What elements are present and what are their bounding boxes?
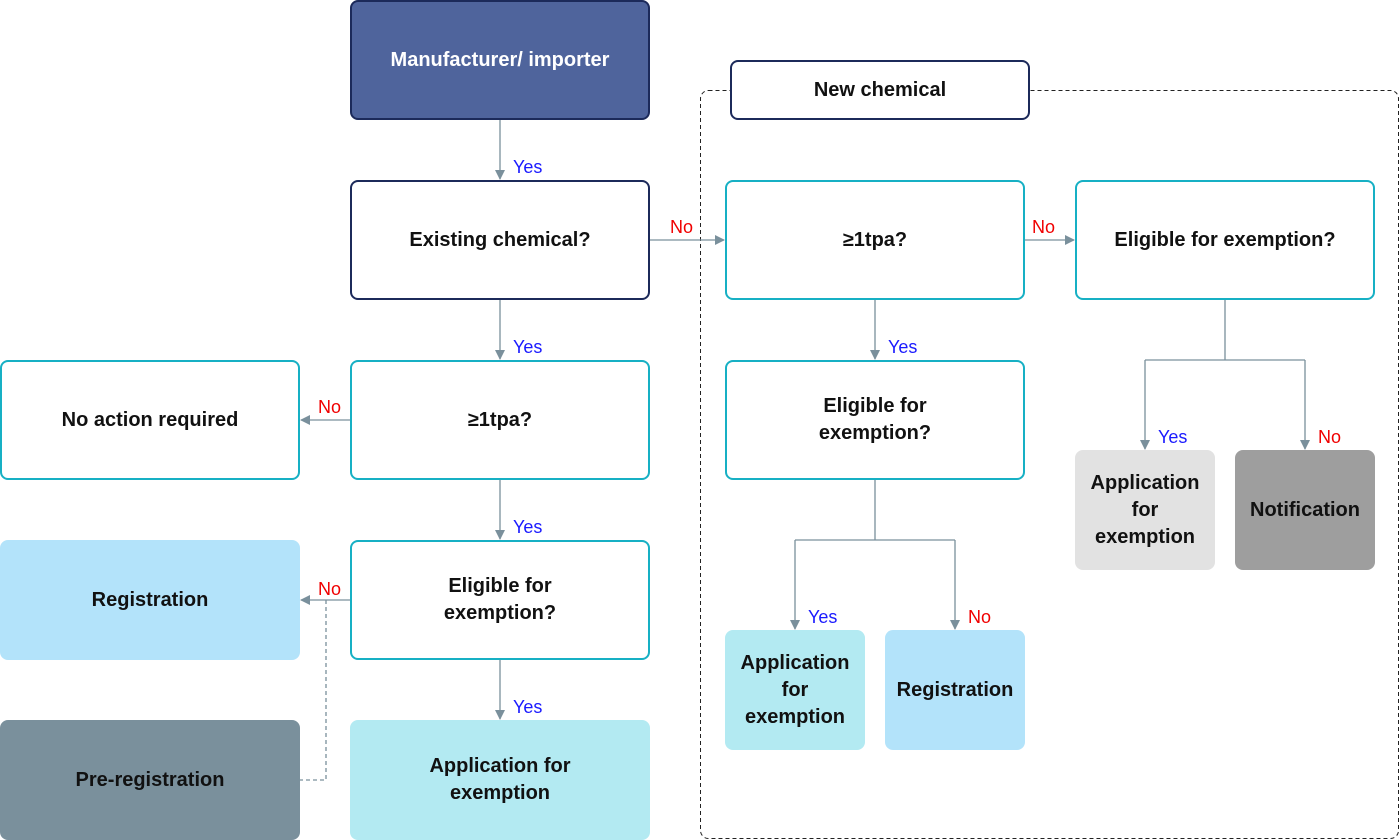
label-no: No xyxy=(670,217,694,237)
node-eligible-new-low: Eligible for exemption? xyxy=(725,360,1025,480)
node-application-existing: Application for exemption xyxy=(350,720,650,840)
node-notification: Notification xyxy=(1235,450,1375,570)
node-application-new-high: Application for exemption xyxy=(1075,450,1215,570)
node-new-chemical: New chemical xyxy=(730,60,1030,120)
node-tpa-existing: ≥1tpa? xyxy=(350,360,650,480)
node-existing-chemical: Existing chemical? xyxy=(350,180,650,300)
node-preregistration: Pre-registration xyxy=(0,720,300,840)
node-registration-new: Registration xyxy=(885,630,1025,750)
label-no: No xyxy=(968,607,992,627)
label-yes: Yes xyxy=(808,607,838,627)
node-no-action: No action required xyxy=(0,360,300,480)
dashed-preregistration-link xyxy=(300,600,327,781)
new-chemical-group-border xyxy=(700,90,1399,839)
label-yes: Yes xyxy=(513,697,543,717)
label-no: No xyxy=(1318,427,1342,447)
label-yes: Yes xyxy=(888,337,918,357)
node-tpa-new: ≥1tpa? xyxy=(725,180,1025,300)
node-manufacturer: Manufacturer/ importer xyxy=(350,0,650,120)
label-no: No xyxy=(318,397,342,417)
node-application-new-low: Application for exemption xyxy=(725,630,865,750)
node-eligible-new-high: Eligible for exemption? xyxy=(1075,180,1375,300)
label-yes: Yes xyxy=(1158,427,1188,447)
label-yes: Yes xyxy=(513,517,543,537)
node-eligible-existing: Eligible for exemption? xyxy=(350,540,650,660)
label-no: No xyxy=(318,579,342,599)
label-no: No xyxy=(1032,217,1056,237)
label-yes: Yes xyxy=(513,337,543,357)
node-registration-existing: Registration xyxy=(0,540,300,660)
label-yes: Yes xyxy=(513,157,543,177)
